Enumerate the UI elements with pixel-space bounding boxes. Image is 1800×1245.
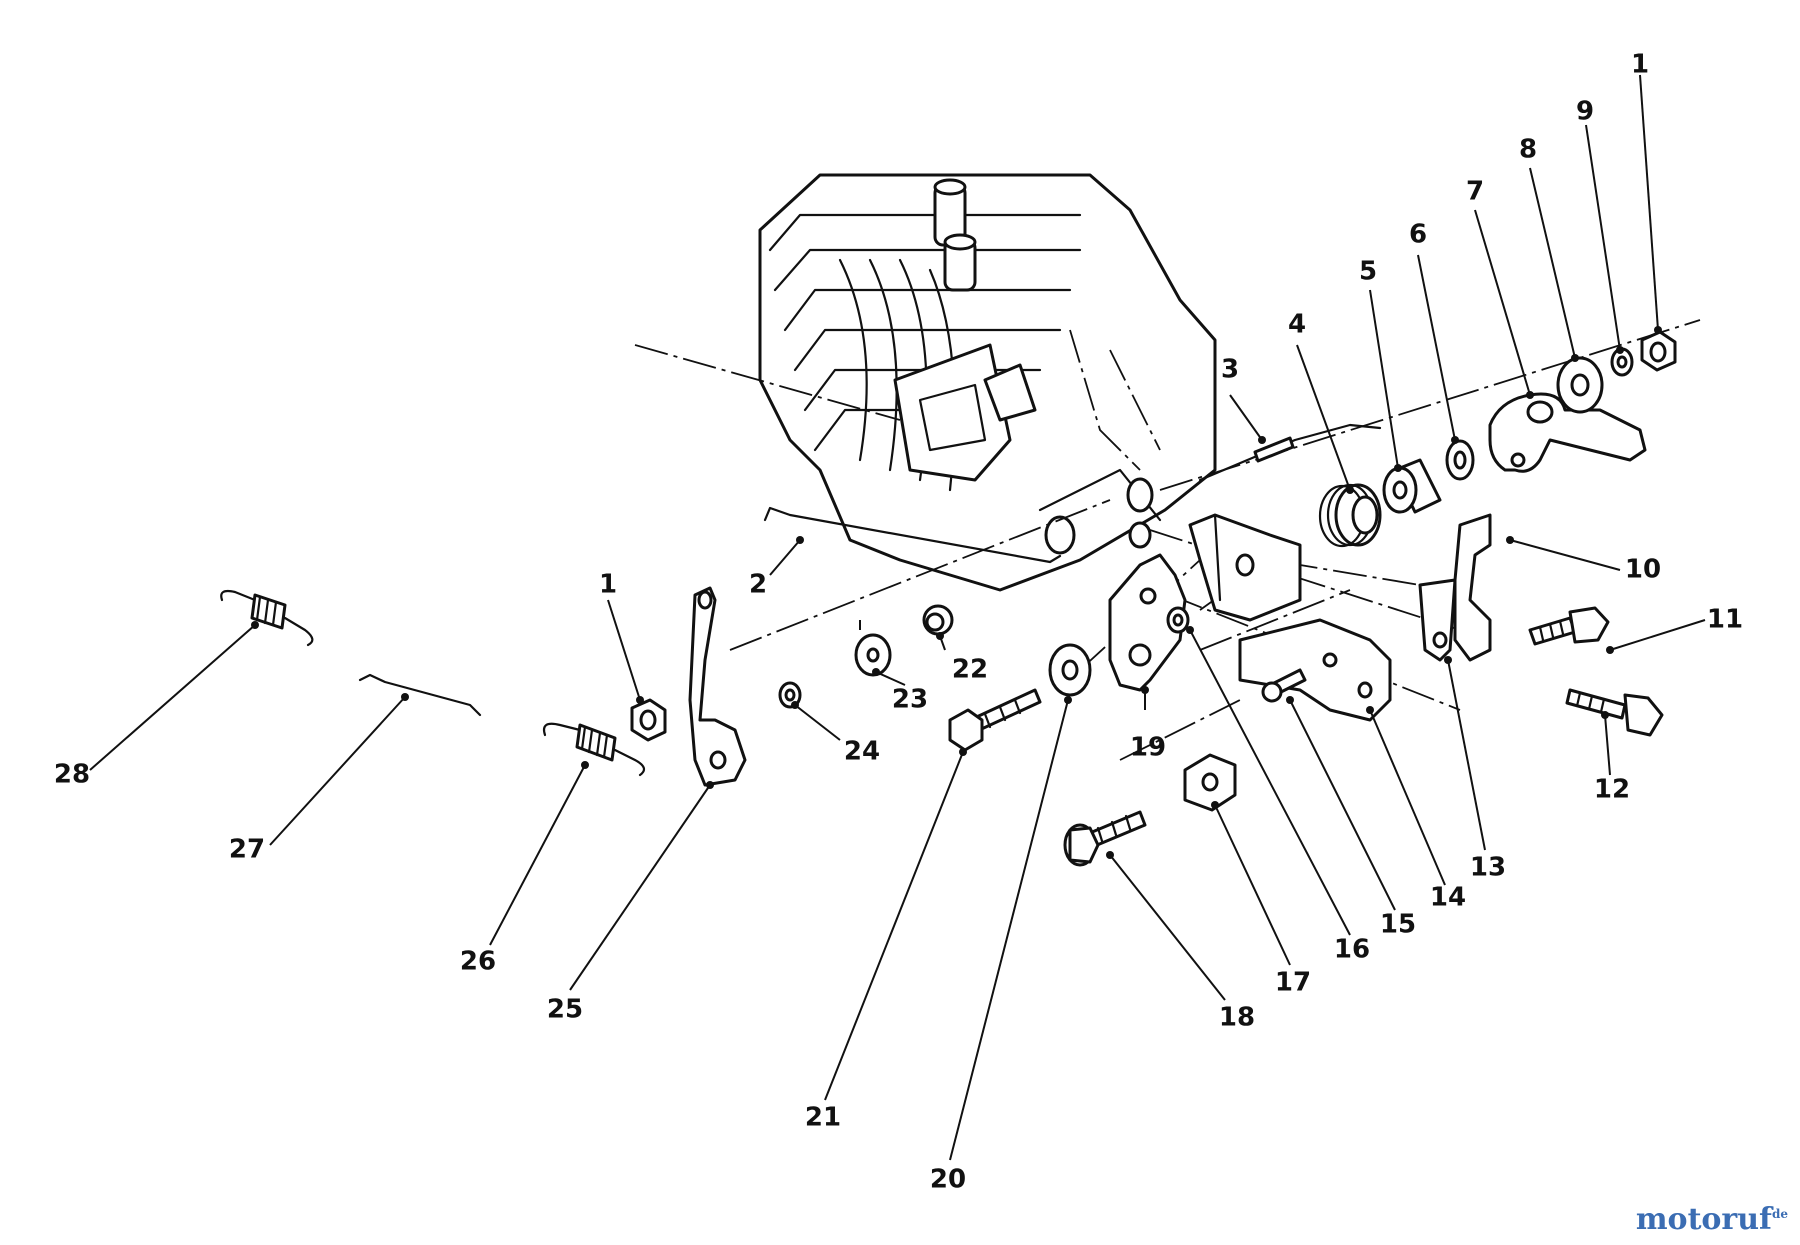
callout-28: 28: [54, 760, 90, 790]
callout-2: 2: [749, 570, 767, 600]
part-1-nut-top: [1640, 330, 1677, 372]
callout-23: 23: [892, 685, 928, 715]
engine-block: [758, 173, 1217, 592]
part-26-spring: [542, 722, 646, 777]
part-23-washer: [854, 633, 892, 677]
callout-24: 24: [844, 737, 880, 767]
part-16-stud: [1166, 606, 1190, 634]
watermark-suffix: de: [1771, 1207, 1788, 1221]
callout-labels: 1 2 3 4 5 6 7 8 9 1 10 11 12 13 14 15 16…: [54, 50, 1743, 1195]
part-14-plate: [1238, 618, 1392, 722]
callout-15: 15: [1380, 910, 1416, 940]
callout-3: 3: [1221, 355, 1239, 385]
part-22-spacer: [922, 604, 954, 636]
callout-21: 21: [805, 1103, 841, 1133]
part-8-washer: [1556, 356, 1604, 414]
callout-14: 14: [1430, 883, 1466, 913]
part-7-lever: [1488, 392, 1647, 473]
part-25-lever: [688, 586, 747, 787]
callout-5: 5: [1359, 257, 1377, 287]
part-10-bracket: [1453, 513, 1492, 662]
control-bracket: [1188, 513, 1302, 622]
callout-4: 4: [1288, 310, 1306, 340]
callout-22: 22: [952, 655, 988, 685]
part-1-nut-lower: [630, 698, 667, 742]
part-2-link: [763, 506, 1062, 564]
part-28-spring: [220, 589, 314, 647]
callout-6: 6: [1409, 220, 1427, 250]
part-17-block: [1183, 753, 1237, 812]
callout-19: 19: [1130, 733, 1166, 763]
leader-lines: [89, 74, 1706, 1161]
watermark-logo: motorufde: [1636, 1202, 1788, 1237]
part-20-washer: [1048, 643, 1092, 697]
part-13-clip: [1418, 578, 1457, 662]
part-21-bolt: [948, 688, 1042, 752]
callout-7: 7: [1466, 177, 1484, 207]
watermark-brand: motoruf: [1635, 1202, 1772, 1237]
part-6-washer: [1445, 439, 1475, 481]
callout-11: 11: [1707, 605, 1743, 635]
callout-16: 16: [1334, 935, 1370, 965]
part-5-bushing: [1382, 458, 1442, 514]
callout-10: 10: [1625, 555, 1661, 585]
callout-17: 17: [1275, 968, 1311, 998]
callout-20: 20: [930, 1165, 966, 1195]
part-11-screw: [1528, 606, 1610, 646]
part-12-bolt: [1565, 688, 1664, 737]
callout-1-lower: 1: [599, 570, 617, 600]
callout-8: 8: [1519, 135, 1537, 165]
callout-1-top: 1: [1631, 50, 1649, 80]
callout-25: 25: [547, 995, 583, 1025]
callout-18: 18: [1219, 1003, 1255, 1033]
part-27-wire: [358, 673, 482, 717]
part-19-bracket: [1108, 553, 1187, 692]
callout-27: 27: [229, 835, 265, 865]
part-4-spring: [1318, 483, 1382, 548]
callout-9: 9: [1576, 97, 1594, 127]
leader-dots: [251, 326, 1662, 859]
callout-26: 26: [460, 947, 496, 977]
part-18-screw: [1063, 810, 1147, 867]
part-3-governor-rod: [1198, 423, 1382, 482]
part-15-pin: [1261, 668, 1307, 703]
callout-12: 12: [1594, 775, 1630, 805]
callout-13: 13: [1470, 853, 1506, 883]
